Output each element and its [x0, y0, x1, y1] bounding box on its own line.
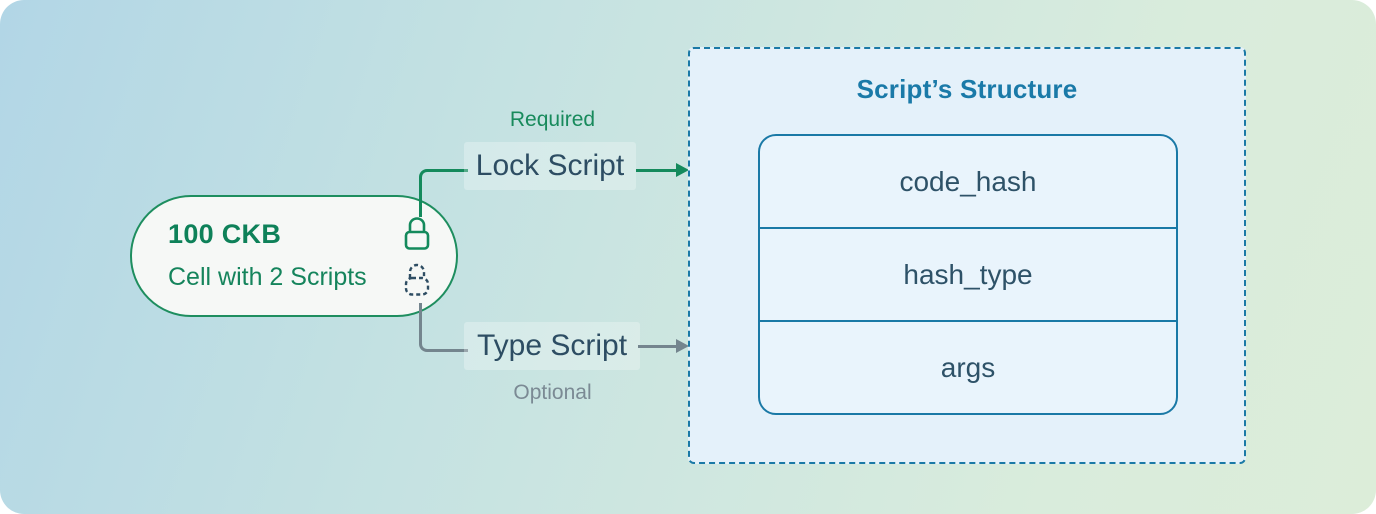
type-script-label: Type Script [464, 322, 640, 370]
lock-script-arrow [636, 169, 678, 172]
type-script-arrow [638, 345, 678, 348]
cell-label: Cell with 2 Scripts [168, 263, 367, 291]
type-script-arrowhead-icon [676, 339, 689, 353]
cell-pill: 100 CKB Cell with 2 Scripts [130, 195, 458, 317]
optional-annotation: Optional [513, 381, 592, 404]
required-annotation: Required [509, 108, 596, 131]
script-structure-panel: Script’s Structure code_hash hash_type a… [688, 47, 1246, 464]
dashed-lock-icon [400, 260, 434, 300]
cell-amount: 100 CKB [168, 219, 282, 249]
lock-script-connector [419, 169, 468, 217]
lock-script-label: Lock Script [464, 142, 636, 190]
lock-icon [400, 214, 434, 254]
panel-title: Script’s Structure [856, 74, 1078, 104]
lock-script-arrowhead-icon [676, 163, 689, 177]
script-fields-box: code_hash hash_type args [758, 134, 1178, 415]
field-row-hash-type: hash_type [760, 227, 1176, 320]
field-row-code-hash: code_hash [899, 165, 1037, 197]
field-row-args: args [760, 320, 1176, 413]
type-script-connector [419, 303, 468, 352]
